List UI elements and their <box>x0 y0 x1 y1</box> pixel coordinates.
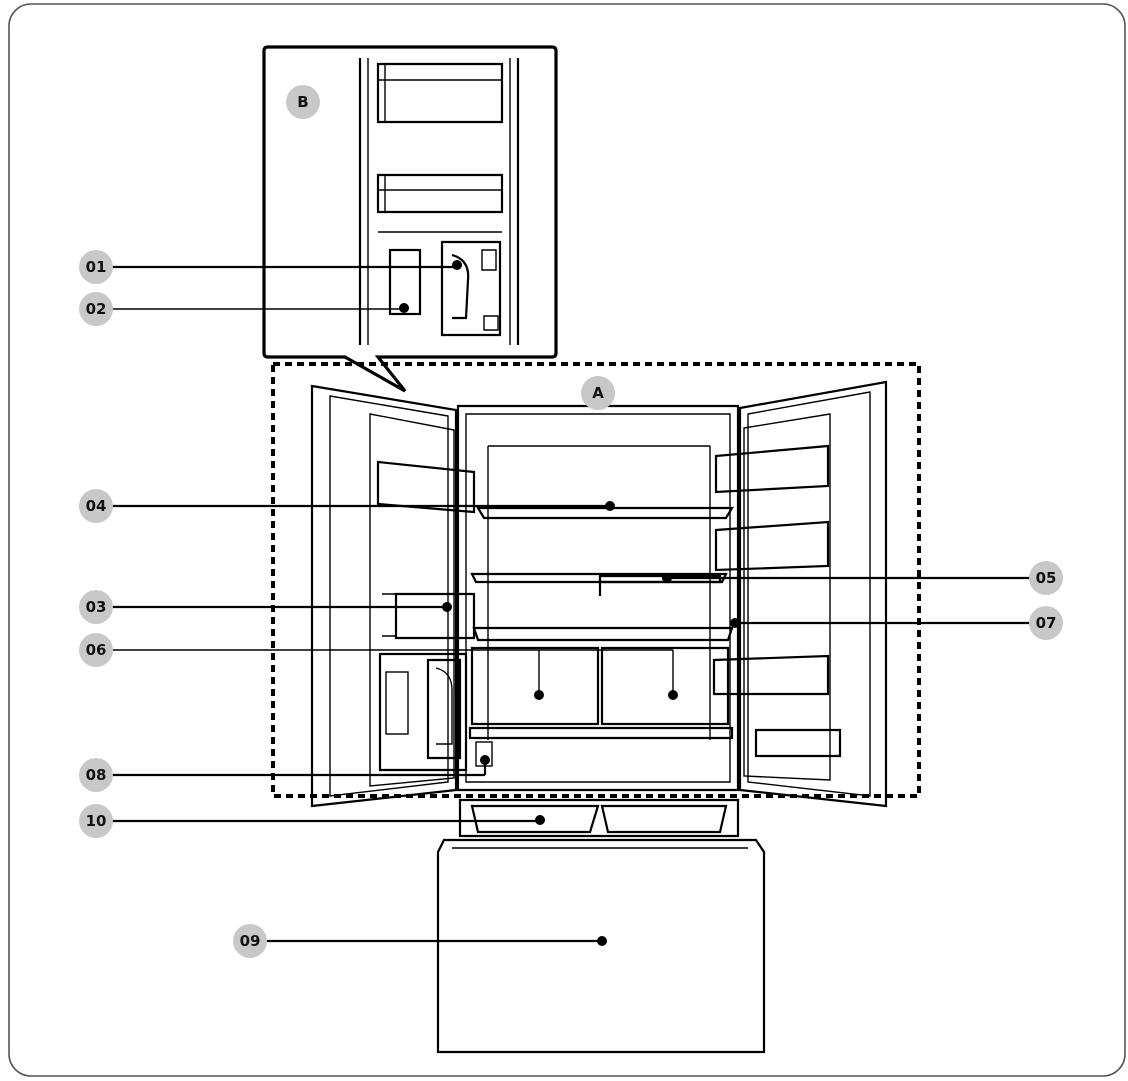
point-01 <box>452 260 462 270</box>
svg-text:03: 03 <box>86 598 107 616</box>
badge-b: B <box>286 85 320 119</box>
svg-text:08: 08 <box>86 766 107 784</box>
svg-text:06: 06 <box>86 641 107 659</box>
callout-04: 04 <box>79 489 113 523</box>
callout-02: 02 <box>79 292 113 326</box>
svg-text:05: 05 <box>1036 569 1057 587</box>
leader-lines <box>96 265 1046 943</box>
callout-06: 06 <box>79 633 113 667</box>
callout-05: 05 <box>1029 561 1063 595</box>
callout-07: 07 <box>1029 606 1063 640</box>
callout-10: 10 <box>79 804 113 838</box>
svg-text:B: B <box>297 93 308 111</box>
svg-text:07: 07 <box>1036 614 1057 632</box>
diagram-frame <box>8 3 1126 1077</box>
point-02 <box>399 303 409 313</box>
svg-text:A: A <box>592 384 604 402</box>
svg-text:09: 09 <box>240 932 261 950</box>
callout-08: 08 <box>79 758 113 792</box>
callout-09: 09 <box>233 924 267 958</box>
badge-a: A <box>581 376 615 410</box>
refrigerator-drawing <box>310 380 888 1054</box>
callout-03: 03 <box>79 590 113 624</box>
svg-text:01: 01 <box>86 258 107 276</box>
callout-01: 01 <box>79 250 113 284</box>
svg-text:04: 04 <box>86 497 107 515</box>
inset-detail-b <box>262 45 558 393</box>
svg-text:02: 02 <box>86 300 107 318</box>
svg-text:10: 10 <box>86 812 107 830</box>
